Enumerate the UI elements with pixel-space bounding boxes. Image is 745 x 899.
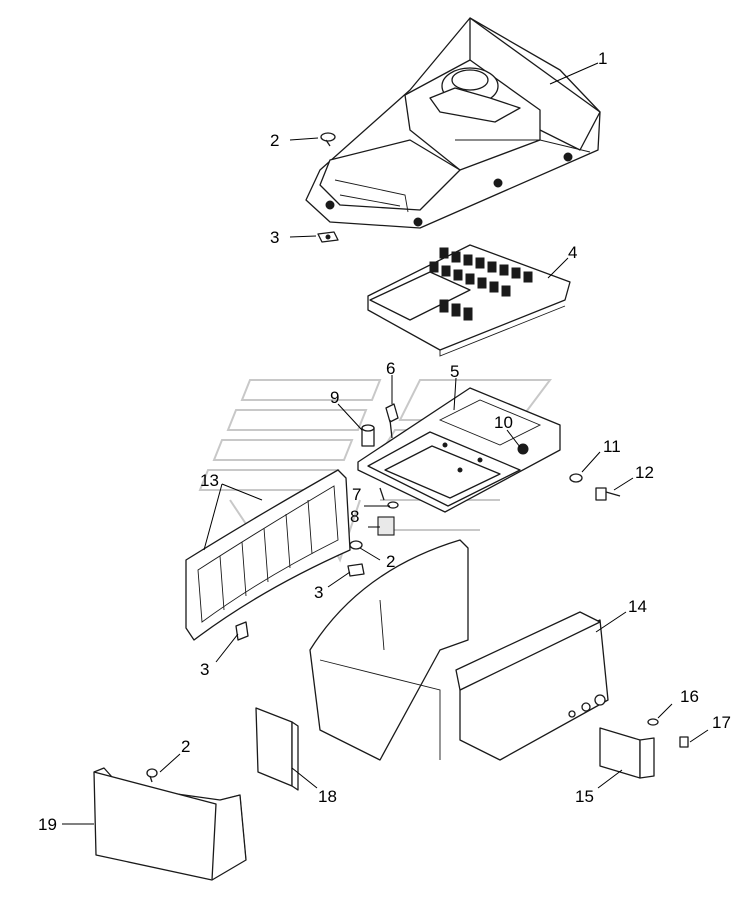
part-18-bracket [255,707,299,791]
callout-5: 5 [450,362,459,381]
callout-11: 11 [603,437,621,456]
callout-10: 10 [494,413,513,432]
leader-lines [62,62,709,825]
part-6-screw [385,403,399,439]
callout-8: 8 [350,507,359,526]
part-5-mounting-plate [357,387,561,513]
part-12-bolt [595,487,621,501]
part-11-nut [569,473,583,483]
part-14-frame [309,539,609,761]
callout-12: 12 [635,463,654,482]
part-15-bracket [599,727,655,779]
callout-6: 6 [386,359,395,378]
callout-14: 14 [628,597,647,616]
part-7-8-fasteners [347,487,399,577]
part-4-circuit-board [367,244,571,357]
part-9-spacer [361,424,375,447]
callout-labels: 1 2 3 4 5 6 9 10 11 12 13 7 8 2 3 3 14 1… [38,49,731,834]
callout-3-middle: 3 [314,583,323,602]
part-3-clip-top [317,231,339,243]
callout-3-top: 3 [270,228,279,247]
callout-3-lower: 3 [200,660,209,679]
part-3-clip-lower [235,621,249,641]
callout-2-top: 2 [270,131,279,150]
callout-9: 9 [330,388,339,407]
part-2-screw-top [320,132,336,147]
part-16-17-fasteners [647,718,689,748]
callout-18: 18 [318,787,337,806]
part-13-grille-panel [185,469,351,641]
callout-13: 13 [200,471,219,490]
callout-7: 7 [352,485,361,504]
part-2-screw-lower [146,768,158,783]
part-1-console-cover [305,17,601,229]
callout-16: 16 [680,687,699,706]
part-19-front-cover [93,767,247,881]
callout-1: 1 [598,49,607,68]
callout-2-middle: 2 [386,552,395,571]
callout-4: 4 [568,243,577,262]
callout-2-lower: 2 [181,737,190,756]
callout-15: 15 [575,787,594,806]
callout-17: 17 [712,713,731,732]
callout-19: 19 [38,815,57,834]
